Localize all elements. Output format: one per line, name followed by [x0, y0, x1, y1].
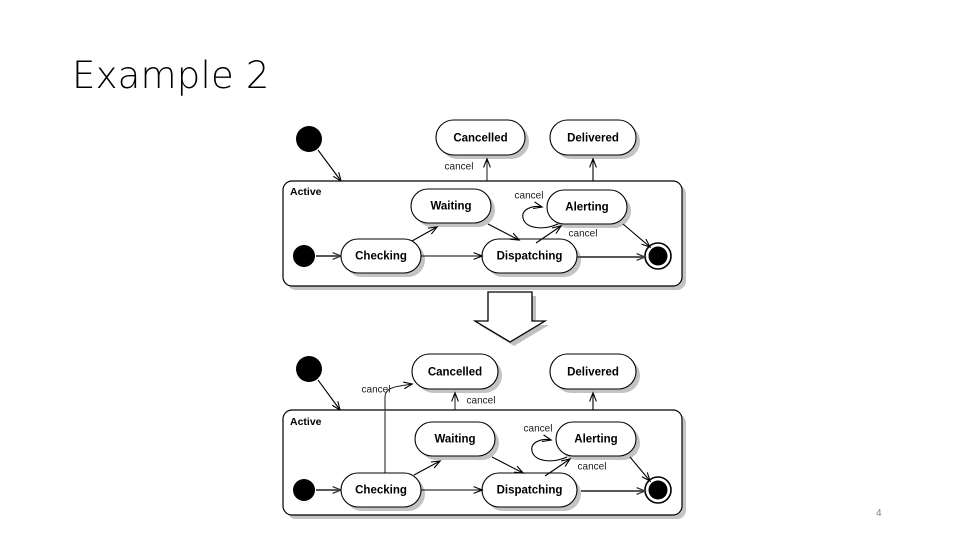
transition-alerting-to-final: [622, 223, 650, 247]
transition-waiting-to-dispatching: [487, 223, 519, 240]
transition-waiting-to-dispatching-2: [491, 456, 523, 473]
state-delivered-2: Delivered: [549, 353, 640, 393]
transition-alerting-self-loop-2: [531, 439, 568, 462]
page-number: 4: [876, 508, 882, 519]
transition-alerting-to-final-2: [629, 456, 650, 481]
composite-state-label-active-2: Active: [290, 416, 322, 428]
state-label-checking: Checking: [355, 251, 407, 263]
initial-state-outer: [296, 126, 322, 152]
initial-state-inner-2: [293, 479, 315, 501]
state-label-dispatching-2: Dispatching: [497, 485, 563, 497]
final-state-inner-2: [644, 476, 672, 504]
state-checking: Checking: [340, 238, 425, 277]
state-alerting-2: Alerting: [555, 421, 640, 460]
transition-dispatching-to-alerting-2: [544, 459, 570, 477]
state-waiting-2: Waiting: [414, 421, 499, 460]
state-label-dispatching: Dispatching: [497, 251, 563, 263]
state-label-waiting: Waiting: [430, 201, 471, 213]
state-cancelled: Cancelled: [435, 119, 529, 159]
state-label-alerting: Alerting: [565, 202, 608, 214]
edge-label-cancel-checking-cancelled: cancel: [362, 385, 391, 396]
edge-label-cancel-dispatching-alerting-2: cancel: [578, 462, 607, 473]
state-alerting: Alerting: [546, 189, 631, 228]
state-label-alerting-2: Alerting: [574, 434, 617, 446]
edge-label-cancel-active-cancelled-2: cancel: [467, 396, 496, 407]
transition-initial-to-active: [317, 149, 341, 181]
transition-checking-to-cancelled: [384, 384, 412, 473]
composite-state-label-active: Active: [290, 186, 322, 198]
transition-checking-to-waiting: [411, 227, 437, 242]
state-waiting: Waiting: [410, 188, 495, 227]
final-state-inner: [644, 242, 672, 270]
state-dispatching-2: Dispatching: [481, 472, 581, 511]
state-label-waiting-2: Waiting: [434, 434, 475, 446]
edge-label-cancel-dispatching-alerting: cancel: [569, 229, 598, 240]
transition-dispatching-to-alerting: [535, 226, 561, 244]
state-label-delivered: Delivered: [567, 133, 619, 145]
transition-initial-to-active-2: [317, 379, 340, 410]
state-dispatching: Dispatching: [481, 238, 581, 277]
edge-label-cancel-active-cancelled: cancel: [445, 162, 474, 173]
transition-alerting-self-loop: [522, 206, 559, 229]
page-title: Example 2: [72, 54, 270, 97]
state-delivered: Delivered: [549, 119, 640, 159]
state-label-checking-2: Checking: [355, 485, 407, 497]
state-cancelled-2: Cancelled: [411, 353, 502, 393]
initial-state-inner: [293, 245, 315, 267]
diagram-after: Cancelled Delivered cancel cancel: [282, 353, 686, 519]
state-label-cancelled: Cancelled: [453, 133, 507, 145]
edge-label-cancel-alerting-self-2: cancel: [524, 424, 553, 435]
diagram-before: Cancelled Delivered cancel Active: [282, 119, 686, 290]
state-label-delivered-2: Delivered: [567, 367, 619, 379]
initial-state-outer-2: [296, 356, 322, 382]
state-checking-2: Checking: [340, 472, 425, 511]
state-label-cancelled-2: Cancelled: [428, 367, 482, 379]
edge-label-cancel-alerting-self: cancel: [515, 191, 544, 202]
transform-arrow-down: [472, 291, 549, 346]
transition-checking-to-waiting-2: [413, 461, 440, 476]
